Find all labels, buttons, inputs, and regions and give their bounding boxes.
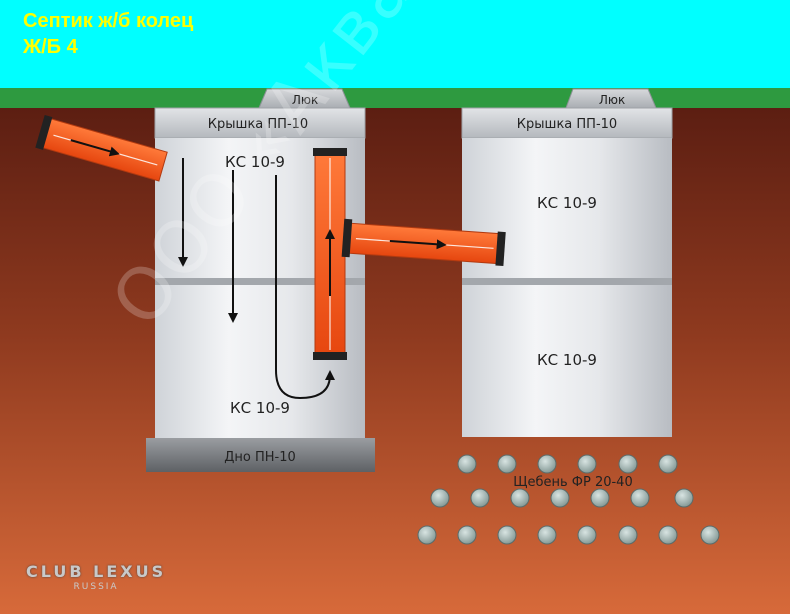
- transfer-flow-arrow: [389, 239, 447, 250]
- gravel-stone: [577, 454, 597, 474]
- page-subtitle: Ж/Б 4: [23, 36, 78, 58]
- right-ring-joint: [462, 278, 672, 285]
- left-ring-joint: [155, 278, 365, 285]
- logo-region: RUSSIA: [73, 582, 119, 592]
- inlet-flow-arrow: [70, 139, 120, 157]
- gravel-label: Щебень ФР 20-40: [513, 475, 632, 490]
- left-ring-bottom-label: КС 10-9: [230, 399, 290, 417]
- gravel-bed: [417, 454, 720, 545]
- gravel-stone: [618, 525, 638, 545]
- logo-brand: CLUB LEXUS: [26, 562, 167, 581]
- gravel-stone: [618, 454, 638, 474]
- gravel-stone: [550, 488, 570, 508]
- gravel-stone: [510, 488, 530, 508]
- right-cover: [461, 107, 673, 139]
- inlet-pipe: [35, 114, 168, 182]
- left-base: [146, 438, 375, 472]
- gravel-stone: [497, 454, 517, 474]
- gravel-stone: [457, 454, 477, 474]
- gravel-stone: [674, 488, 694, 508]
- gravel-stone: [497, 525, 517, 545]
- gravel-stone: [417, 525, 437, 545]
- gravel-stone: [630, 488, 650, 508]
- gravel-stone: [590, 488, 610, 508]
- left-cover: [154, 107, 366, 139]
- left-well: Люк Крышка ПП-10 КС 10-9 КС 10-9 Дно ПН-…: [146, 88, 375, 472]
- gravel-stone: [577, 525, 597, 545]
- page-title: Септик ж/б колец: [23, 10, 194, 32]
- right-ring-bottom: [462, 285, 672, 437]
- right-hatch-label: Люк: [599, 93, 625, 107]
- gravel-stone: [658, 525, 678, 545]
- transfer-pipe: [341, 218, 506, 267]
- club-logo: CLUB LEXUS RUSSIA: [26, 562, 166, 592]
- left-hatch-label: Люк: [292, 93, 318, 107]
- right-ring-top-label: КС 10-9: [537, 194, 597, 212]
- sky: [0, 0, 790, 88]
- grass-strip: [0, 88, 790, 108]
- gravel-stone: [457, 525, 477, 545]
- flow-arrow-3: [275, 175, 335, 400]
- left-cover-label: Крышка ПП-10: [208, 117, 308, 132]
- gravel-stone: [537, 525, 557, 545]
- gravel-stone: [470, 488, 490, 508]
- right-ring-bottom-label: КС 10-9: [537, 351, 597, 369]
- left-ring-top-label: КС 10-9: [225, 153, 285, 171]
- gravel-stone: [537, 454, 557, 474]
- gravel-stone: [658, 454, 678, 474]
- gravel-stone: [430, 488, 450, 508]
- gravel-stone: [700, 525, 720, 545]
- left-base-label: Дно ПН-10: [224, 450, 296, 465]
- right-cover-label: Крышка ПП-10: [517, 117, 617, 132]
